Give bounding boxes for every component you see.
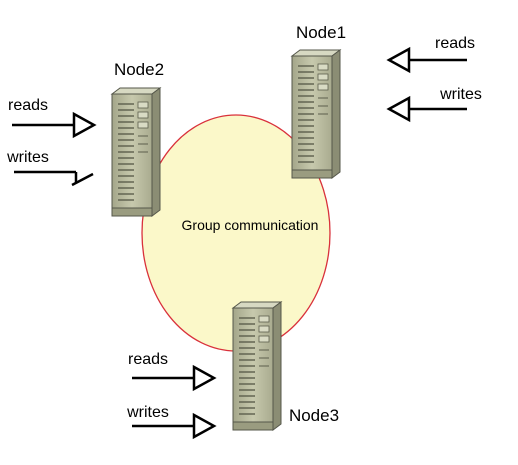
node2-writes-arrow-icon [14, 170, 94, 187]
node2-reads-arrow-icon [10, 112, 96, 138]
node3-label: Node3 [289, 406, 339, 425]
node1-reads-label: reads [435, 35, 475, 52]
node3-server-icon [232, 301, 282, 431]
node2-server-icon [111, 87, 161, 217]
group-communication-label: Group communication [182, 217, 319, 233]
node2-writes-label: writes [6, 149, 49, 166]
node1-server-icon [291, 49, 341, 179]
node2-reads-label: reads [8, 97, 48, 114]
node1-writes-label: writes [439, 86, 482, 103]
node1-reads-arrow-icon [387, 47, 469, 73]
node1-label: Node1 [296, 23, 346, 42]
node2-label: Node2 [114, 60, 164, 79]
node3-reads-arrow-icon [130, 365, 216, 391]
node3-reads-label: reads [128, 351, 168, 368]
node3-writes-label: writes [126, 404, 169, 421]
